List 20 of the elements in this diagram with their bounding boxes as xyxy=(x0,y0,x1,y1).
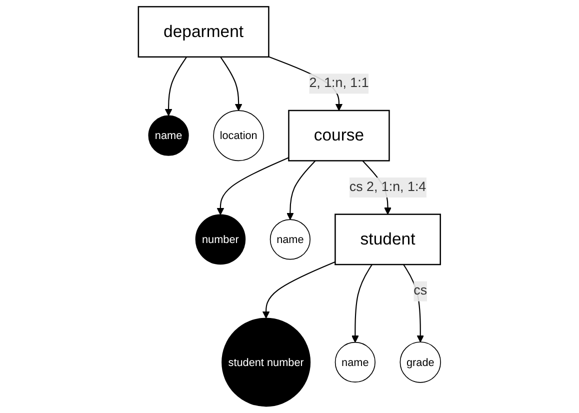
node-box: deparment xyxy=(138,6,270,58)
edge-label: cs xyxy=(414,284,428,298)
node-circle: location xyxy=(213,110,264,162)
arrow xyxy=(352,264,372,343)
arrow xyxy=(216,157,289,216)
node-box: student xyxy=(334,214,441,266)
arrow xyxy=(220,56,242,111)
node-circle: student number xyxy=(222,318,311,407)
arrow xyxy=(164,56,188,116)
node-circle: name xyxy=(334,342,376,383)
arrow xyxy=(403,264,424,342)
node-circle: name xyxy=(148,115,189,156)
edge-label: cs 2, 1:n, 1:4 xyxy=(349,180,426,194)
node-circle: grade xyxy=(400,342,441,383)
node-box: course xyxy=(288,110,390,162)
node-circle: number xyxy=(195,214,246,265)
arrow xyxy=(262,261,336,318)
arrow xyxy=(286,160,316,220)
node-circle: name xyxy=(270,219,310,260)
edge-label: 2, 1:n, 1:1 xyxy=(309,76,369,90)
